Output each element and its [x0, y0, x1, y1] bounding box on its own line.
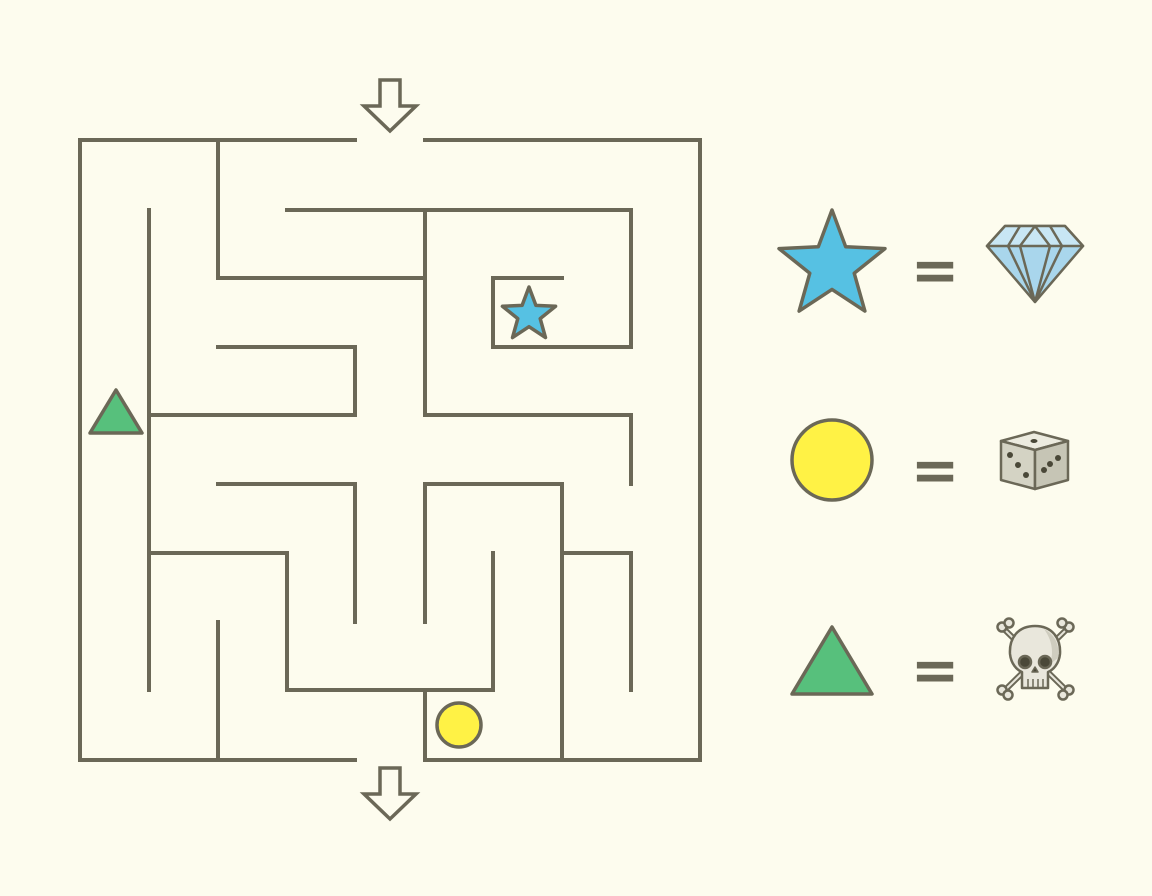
maze — [78, 138, 702, 762]
exit-arrow-icon — [359, 766, 421, 822]
triangle-icon — [790, 625, 874, 696]
diamond-icon — [985, 224, 1085, 304]
circle-icon — [435, 701, 483, 749]
legend-row-triangle: = — [790, 617, 1075, 704]
maze-inner-walls — [147, 138, 633, 762]
equals-sign: = — [911, 436, 960, 504]
legend-row-circle: = — [790, 418, 1070, 504]
triangle-icon — [88, 388, 144, 435]
star-token[interactable] — [500, 285, 558, 340]
star-icon — [500, 285, 558, 340]
legend: = = — [777, 208, 1085, 704]
star-icon — [777, 208, 887, 313]
triangle-token[interactable] — [88, 388, 144, 435]
circle-token[interactable] — [435, 701, 483, 749]
legend-row-star: = — [777, 208, 1085, 313]
equals-sign: = — [911, 236, 960, 304]
circle-icon — [790, 418, 874, 502]
equals-sign: = — [911, 636, 960, 704]
skull-crossbones-icon — [996, 617, 1075, 701]
dice-icon — [999, 430, 1070, 491]
entrance-arrow-icon — [359, 78, 421, 134]
